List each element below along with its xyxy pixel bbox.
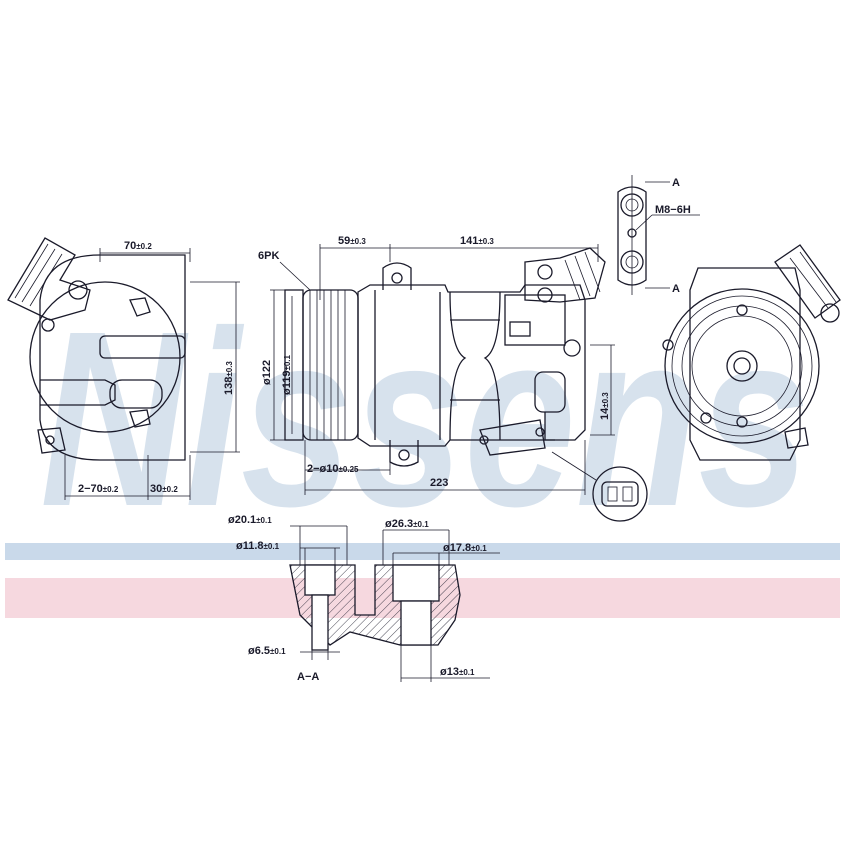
svg-text:A: A — [672, 177, 680, 189]
section-title: A−A — [297, 671, 319, 683]
svg-text:ø11.8±0.1: ø11.8±0.1 — [236, 540, 280, 552]
watermark-logo: Nissens — [40, 279, 810, 558]
connector-detail — [551, 451, 648, 522]
svg-text:141±0.3: 141±0.3 — [460, 235, 494, 247]
svg-text:ø17.8±0.1: ø17.8±0.1 — [443, 542, 487, 554]
svg-text:ø13±0.1: ø13±0.1 — [440, 666, 475, 678]
svg-text:2−70±0.2: 2−70±0.2 — [78, 483, 119, 495]
svg-text:6PK: 6PK — [258, 250, 279, 262]
side-view-dimensions: 59±0.3 141±0.3 6PK ø122 ø119±0.1 2−ø10±0… — [258, 235, 615, 495]
section-aa: ø20.1±0.1 ø11.8±0.1 ø6.5±0.1 ø26.3±0.1 ø… — [228, 514, 500, 683]
rear-end-view — [7, 237, 186, 461]
side-view — [284, 247, 606, 467]
front-end-view — [662, 244, 841, 461]
svg-text:14±0.3: 14±0.3 — [599, 392, 611, 420]
svg-text:A: A — [672, 283, 680, 295]
svg-text:ø26.3±0.1: ø26.3±0.1 — [385, 518, 429, 530]
svg-text:138±0.3: 138±0.3 — [223, 361, 235, 395]
svg-text:ø20.1±0.1: ø20.1±0.1 — [228, 514, 272, 526]
svg-text:30±0.2: 30±0.2 — [150, 483, 178, 495]
svg-text:ø6.5±0.1: ø6.5±0.1 — [248, 645, 286, 657]
svg-text:223: 223 — [430, 477, 448, 489]
svg-text:M8−6H: M8−6H — [655, 204, 691, 216]
svg-text:70±0.2: 70±0.2 — [124, 240, 152, 252]
port-detail: A A M8−6H — [617, 175, 700, 295]
watermark-band-blue — [5, 543, 840, 560]
svg-text:ø122: ø122 — [261, 360, 273, 385]
svg-text:ø119±0.1: ø119±0.1 — [281, 354, 293, 395]
rear-view-dimensions: 70±0.2 138±0.3 2−70±0.2 30±0.2 — [64, 240, 240, 500]
svg-text:2−ø10±0.25: 2−ø10±0.25 — [307, 463, 359, 475]
svg-text:59±0.3: 59±0.3 — [338, 235, 366, 247]
